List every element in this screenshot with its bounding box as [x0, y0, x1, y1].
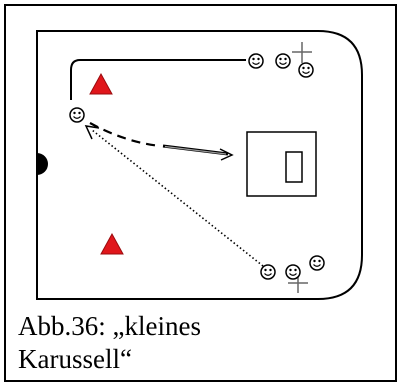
player-smiley-icon: [275, 53, 291, 69]
goal-box-icon: [285, 151, 303, 183]
player-smiley-icon: [260, 264, 276, 280]
pass-line-dotted: [91, 129, 264, 267]
running-path: [70, 59, 246, 100]
court-boundary: [36, 30, 363, 300]
ball-cross-icon: [292, 42, 312, 63]
pass-arrow-highlight: [164, 145, 227, 155]
pass-arrow-head: [219, 148, 234, 161]
goal-marker: [37, 153, 48, 175]
player-smiley-icon: [285, 264, 301, 280]
player-smiley-icon: [248, 53, 264, 69]
player-smiley-icon: [69, 107, 85, 123]
pass-arrow-head-dotted: [84, 125, 100, 140]
pass-line-dashed: [89, 122, 161, 148]
figure-caption: Abb.36: „kleines Karussell“: [18, 310, 388, 376]
caption-line-1: Abb.36: „kleines: [18, 311, 201, 341]
caption-line-2: Karussell“: [18, 344, 132, 374]
target-zone: [246, 131, 317, 197]
player-smiley-icon: [309, 255, 325, 271]
cone-icon: [100, 232, 124, 255]
player-smiley-icon: [298, 62, 314, 78]
figure-frame: [4, 4, 397, 382]
cone-icon: [89, 72, 113, 95]
